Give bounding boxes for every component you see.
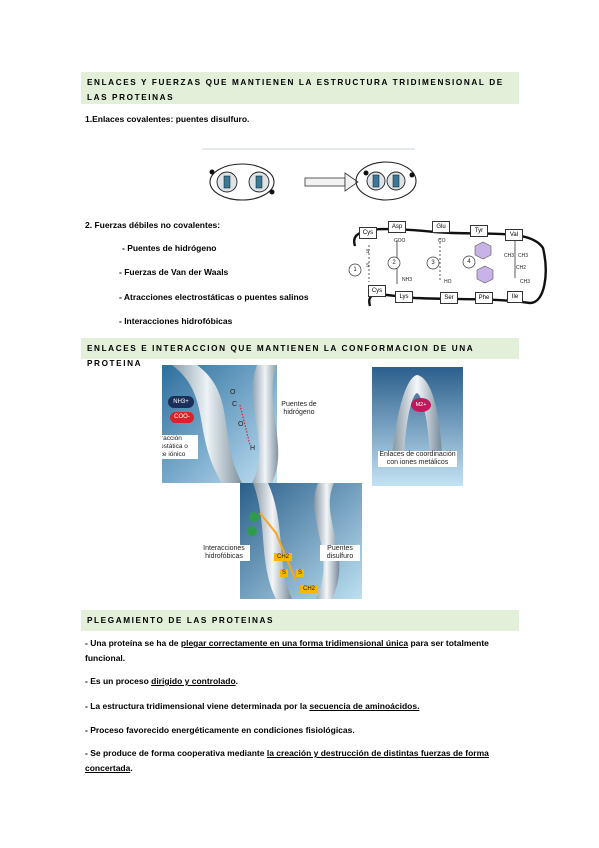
section-title-conformation: ENLACES E INTERACCION QUE MANTIENEN LA C…: [81, 338, 519, 368]
folding-p3-text: - La estructura tridimensional viene det…: [85, 701, 310, 711]
chain-label-s1: S: [366, 249, 370, 255]
chain-label-ch3b: CH3: [518, 253, 529, 259]
residue-tyr: Tyr: [470, 225, 488, 237]
figure-ionic-hbond: NH3+ COO- O C O H Interacción electrostá…: [162, 365, 322, 483]
weak-item-hydrophobic: - Interacciones hidrofóbicas: [119, 316, 233, 326]
chain-label-nh3: NH3: [402, 277, 413, 283]
section-title-structure: ENLACES Y FUERZAS QUE MANTIENEN LA ESTRU…: [81, 72, 519, 104]
coo-label: COO-: [170, 412, 194, 423]
residue-cys-top: Cys: [359, 227, 377, 239]
protein-chain-diagram: [348, 227, 547, 307]
folding-p2-underlined: dirigido y controlado: [151, 676, 236, 686]
chain-label-coo: COO: [394, 238, 406, 244]
ribbon-graphic-2: [372, 367, 463, 486]
residue-ile: Ile: [507, 291, 523, 303]
figure-hydrophobic-disulfide: CH2 S S CH2 Interacciones hidrofóbicas P…: [198, 483, 363, 599]
ionic-label: Interacción electrostática o Enlace ióni…: [162, 435, 198, 459]
folding-p4-text: - Proceso favorecido energéticamente en …: [85, 725, 355, 735]
atom-o1: O: [230, 389, 236, 396]
ch2-label-2: CH2: [300, 585, 318, 593]
section-title-text: PLEGAMIENTO DE LAS PROTEINAS: [87, 616, 275, 625]
nh3-label: NH3+: [168, 396, 194, 408]
disulfide-label: Puentes disulfuro: [320, 545, 360, 561]
folding-p5-underlined: la creación y destrucción de distintas f…: [85, 748, 489, 773]
folding-p2-tail: .: [235, 676, 239, 686]
folding-point-1: - Una proteína se ha de plegar correctam…: [85, 636, 513, 666]
ribbon-graphic-3: [240, 483, 362, 599]
atom-o2: O: [238, 421, 244, 428]
residue-ser: Ser: [440, 292, 458, 304]
atom-c: C: [232, 401, 238, 408]
chain-label-ho: HO: [444, 279, 452, 285]
residue-val: Val: [505, 229, 523, 241]
chain-label-co: CO: [438, 238, 446, 244]
sulfur-label-1: S: [280, 569, 288, 577]
folding-p1-tail: para ser totalmente funcional.: [85, 638, 489, 663]
sulfur-label-2: S: [296, 569, 304, 577]
chain-num-3: 3: [431, 260, 435, 266]
section-title-text: ENLACES E INTERACCION QUE MANTIENEN LA C…: [87, 344, 474, 368]
folding-p5-text: - Se produce de forma cooperativa median…: [85, 748, 267, 758]
figure-metal-ions: M2+ Enlaces de coordinación con iones me…: [372, 367, 463, 486]
section-title-folding: PLEGAMIENTO DE LAS PROTEINAS: [81, 610, 519, 631]
folding-p1-text: - Una proteína se ha de: [85, 638, 181, 648]
weak-item-hydrogen: - Puentes de hidrógeno: [122, 243, 217, 253]
chain-label-ch2: CH2: [516, 265, 527, 271]
folding-p1-underlined: plegar correctamente en una forma tridim…: [180, 638, 409, 648]
chain-num-1: 1: [353, 267, 357, 273]
weak-item-electrostatic: - Atracciones electrostáticas o puentes …: [119, 292, 309, 302]
coordination-label: Enlaces de coordinación con iones metáli…: [378, 451, 457, 467]
hydrophobic-label: Interacciones hidrofóbicas: [198, 545, 250, 561]
chain-label-ch3a: CH3: [504, 253, 515, 259]
folding-point-3: - La estructura tridimensional viene det…: [85, 699, 513, 714]
metal-ion-label: M2+: [415, 402, 427, 408]
weak-forces-heading: 2. Fuerzas débiles no covalentes:: [85, 220, 221, 230]
weak-item-vanderwaals: - Fuerzas de Van der Waals: [119, 267, 229, 277]
folding-point-2: - Es un proceso dirigido y controlado.: [85, 674, 513, 689]
folding-p2-text: - Es un proceso: [85, 676, 152, 686]
covalent-heading: 1.Enlaces covalentes: puentes disulfuro.: [85, 114, 250, 124]
residue-phe: Phe: [475, 292, 493, 304]
ribbon-graphic-1: [162, 365, 279, 483]
chain-num-2: 2: [392, 260, 396, 266]
chain-num-4: 4: [467, 259, 471, 265]
residue-lys: Lys: [395, 291, 413, 303]
folding-point-5: - Se produce de forma cooperativa median…: [85, 746, 513, 776]
folding-p3-underlined: secuencia de aminoácidos.: [309, 701, 420, 711]
section-title-text: ENLACES Y FUERZAS QUE MANTIENEN LA ESTRU…: [87, 78, 504, 102]
hbond-label: Puentes de hidrógeno: [278, 401, 320, 417]
folding-p5-tail: .: [130, 763, 133, 773]
disulfide-diagram: [202, 148, 417, 201]
ch2-label: CH2: [274, 553, 292, 561]
residue-cys-bottom: Cys: [368, 285, 386, 297]
chain-label-s2: S: [366, 263, 370, 269]
residue-glu: Glu: [432, 221, 450, 233]
atom-h: H: [250, 445, 256, 452]
folding-point-4: - Proceso favorecido energéticamente en …: [85, 723, 513, 738]
chain-label-ch3c: CH3: [520, 279, 531, 285]
residue-asp: Asp: [388, 221, 406, 233]
